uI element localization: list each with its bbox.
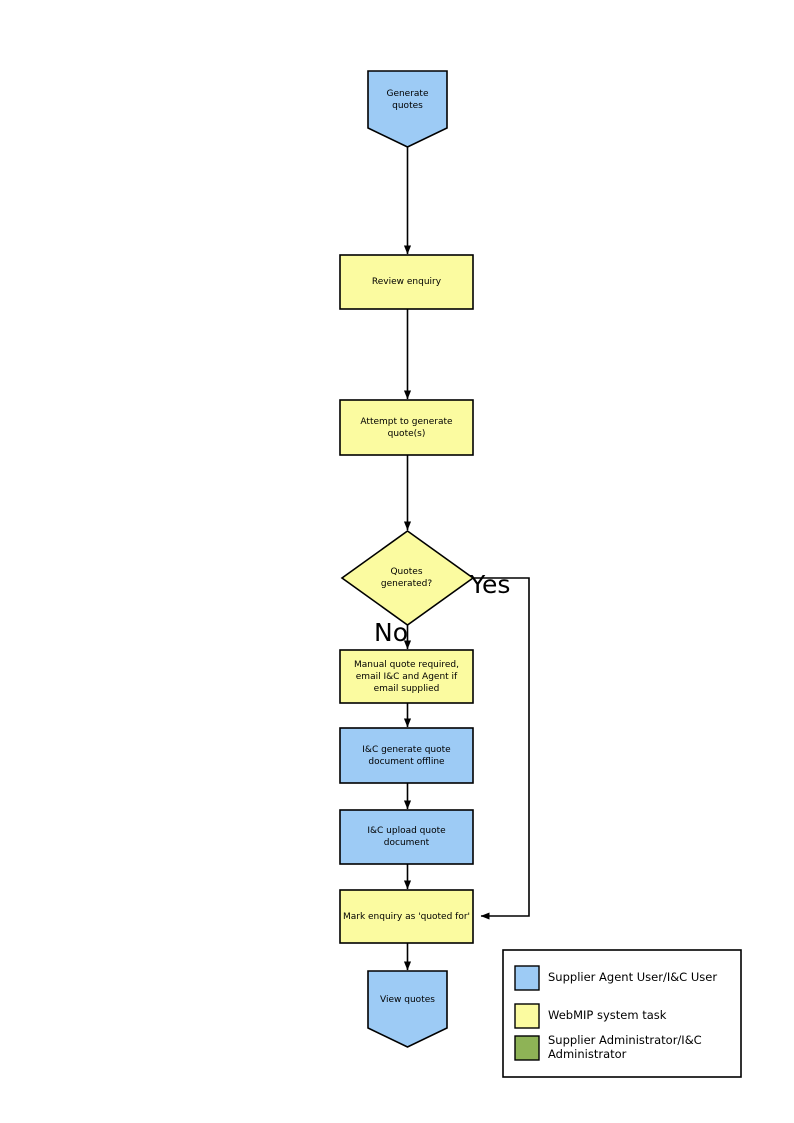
- node-ic-generate-quote-offline[interactable]: [339, 727, 474, 784]
- node-quotes-generated-decision[interactable]: [340, 530, 475, 626]
- node-view-quotes[interactable]: [367, 970, 448, 1048]
- node-generate-quotes[interactable]: [367, 70, 448, 148]
- legend-swatch-user: [514, 965, 540, 991]
- edge-decision-yes-to-mark: [473, 577, 530, 920]
- edge-label-no: No: [374, 618, 408, 647]
- node-attempt-generate-quotes[interactable]: [339, 399, 474, 456]
- node-manual-quote-required[interactable]: [339, 649, 474, 704]
- legend-label-user: Supplier Agent User/I&C User: [548, 970, 718, 984]
- node-review-enquiry[interactable]: [339, 254, 474, 310]
- legend-frame: [502, 949, 742, 1078]
- legend-label-admin: Supplier Administrator/I&C Administrator: [548, 1033, 702, 1061]
- edge-label-yes: Yes: [470, 570, 511, 599]
- legend-swatch-system: [514, 1003, 540, 1029]
- legend-label-system: WebMIP system task: [548, 1008, 667, 1022]
- node-ic-upload-quote-document[interactable]: [339, 809, 474, 865]
- legend-swatch-admin: [514, 1035, 540, 1061]
- node-mark-enquiry-quoted-for[interactable]: [339, 889, 474, 944]
